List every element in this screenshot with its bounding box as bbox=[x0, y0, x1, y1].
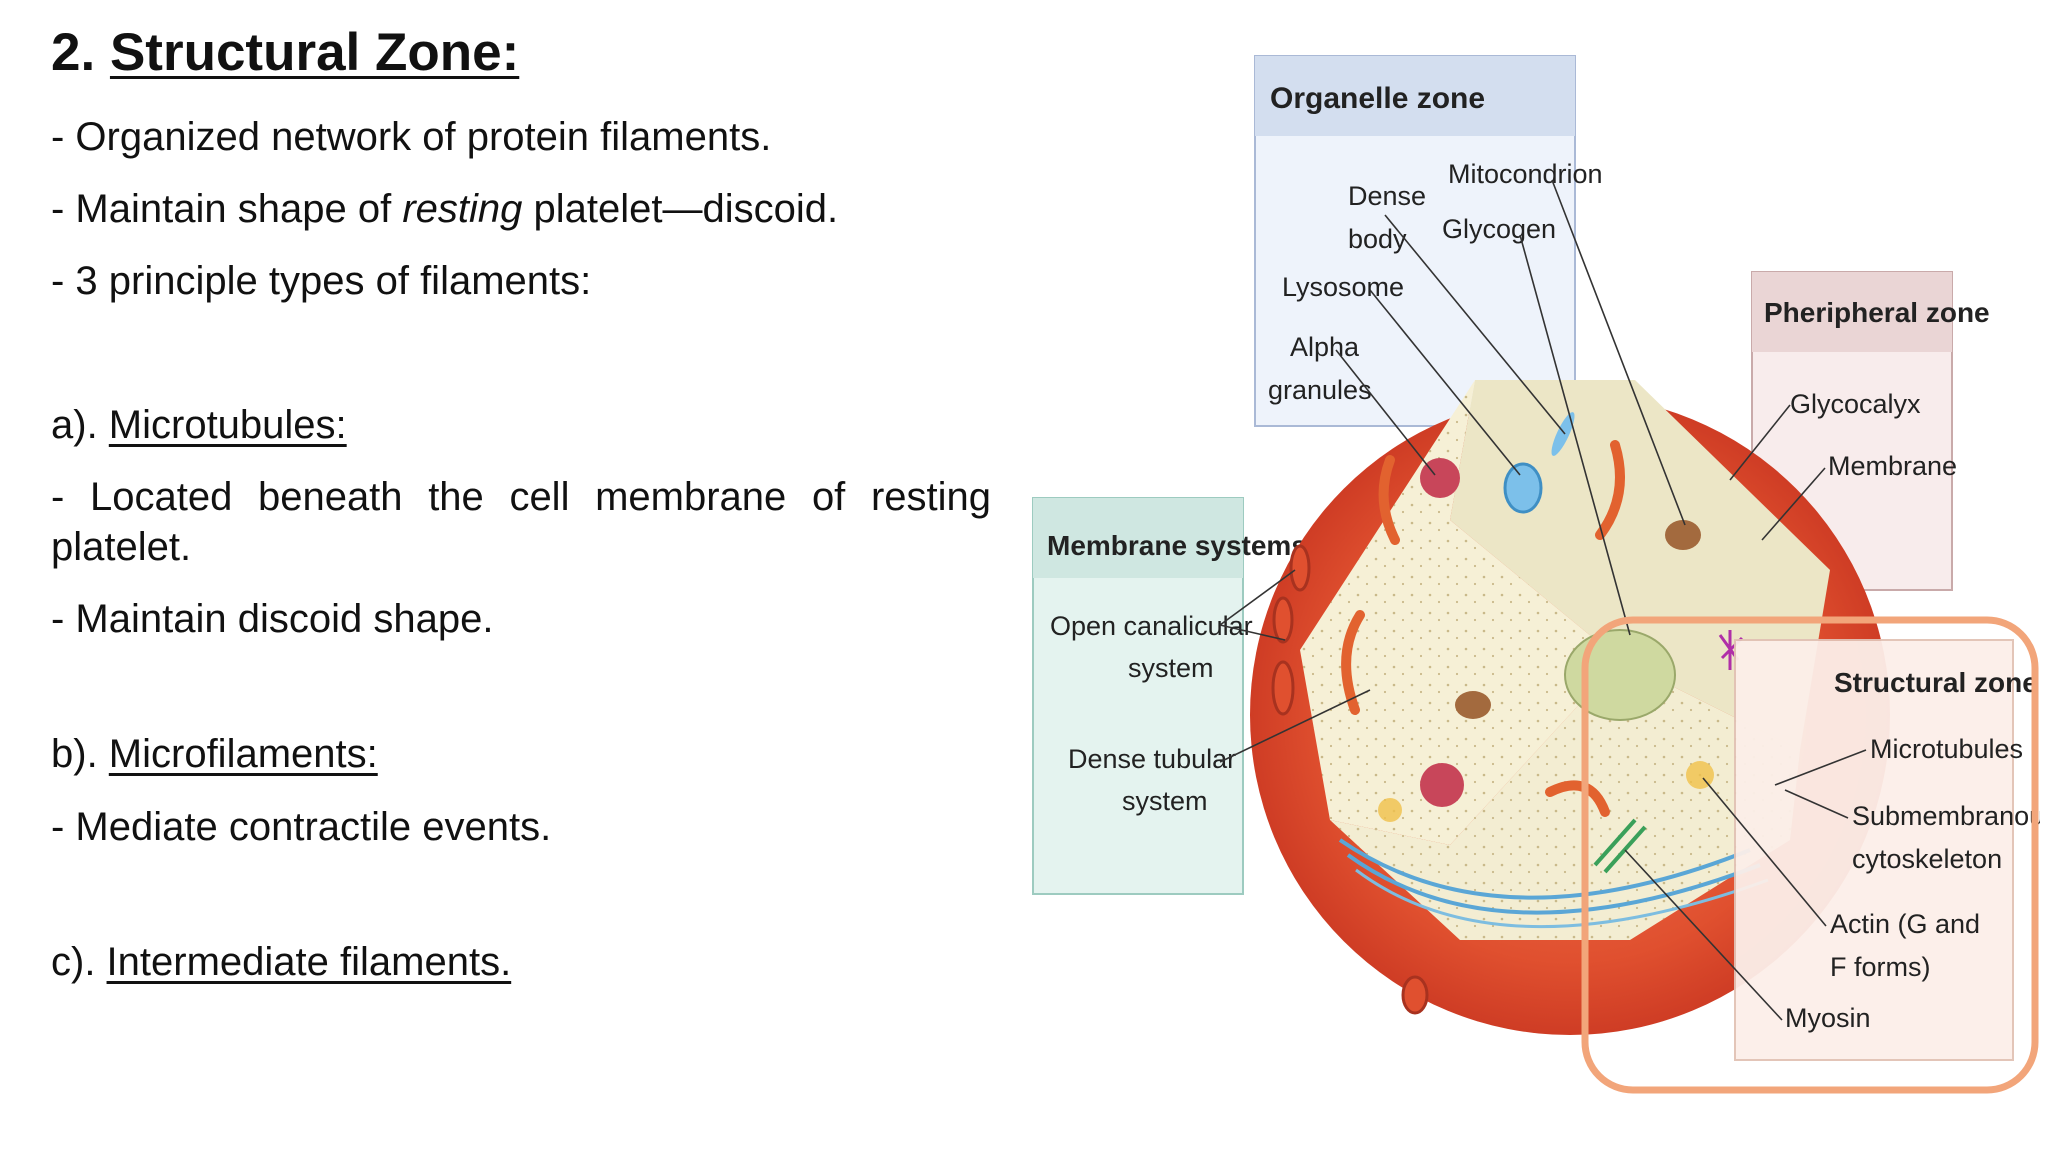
title-number: 2. bbox=[51, 23, 96, 82]
microtubule-band bbox=[1338, 838, 1751, 900]
membrane-systems-box: Membrane systems Open canalicular system… bbox=[1032, 497, 1307, 895]
label-microtubules: Microtubules bbox=[1870, 734, 2023, 764]
organelle-zone-box: Organelle zone Dense body Mitocondrion G… bbox=[1254, 55, 1603, 427]
title-text: Structural Zone: bbox=[109, 23, 520, 82]
heading-b-prefix: b). bbox=[51, 732, 109, 776]
canalicular-pit-1 bbox=[1289, 544, 1311, 592]
structural-zone-highlight bbox=[1581, 616, 2039, 1094]
label-granules: granules bbox=[1268, 375, 1372, 405]
bullet-maintain-shape-c: platelet—discoid. bbox=[522, 187, 839, 231]
microtubule-band-2 bbox=[1346, 853, 1761, 915]
heading-a-prefix: a). bbox=[51, 403, 109, 447]
glycogen-dots bbox=[1686, 761, 1714, 789]
alpha-granule-2 bbox=[1420, 763, 1464, 807]
label-dense: Dense bbox=[1348, 181, 1426, 211]
bullet-filament-types: - 3 principle types of filaments: bbox=[51, 259, 592, 303]
heading-c-prefix: c). bbox=[51, 940, 107, 984]
structural-zone-box: Structural zone Microtubules Submembrano… bbox=[1734, 639, 2040, 1061]
label-submembranous: Submembranous bbox=[1852, 801, 2040, 831]
label-dense-tubular: Dense tubular bbox=[1068, 744, 1236, 774]
peripheral-zone-box: Pheripheral zone Glycocalyx Membrane bbox=[1751, 271, 1990, 591]
peripheral-zone-header: Pheripheral zone bbox=[1764, 297, 1990, 328]
organelle-zone-header: Organelle zone bbox=[1270, 82, 1485, 115]
platelet-cell bbox=[1250, 380, 1890, 1035]
lysosome bbox=[1503, 462, 1543, 514]
heading-intermediate-filaments: c). Intermediate filaments. bbox=[51, 937, 511, 987]
label-actin: Actin (G and bbox=[1830, 909, 1980, 939]
heading-microfilaments: b). Microfilaments: bbox=[51, 729, 378, 779]
label-glycogen: Glycogen bbox=[1442, 214, 1556, 244]
bullet-microfilaments-contractile: - Mediate contractile events. bbox=[51, 805, 552, 849]
bullet-microtubules-shape: - Maintain discoid shape. bbox=[51, 597, 494, 641]
bullet-maintain-shape-italic: resting bbox=[402, 187, 523, 231]
bullet-maintain-shape-a: - Maintain shape of bbox=[51, 187, 403, 231]
heading-microtubules: a). Microtubules: bbox=[51, 400, 347, 450]
label-glycocalyx: Glycocalyx bbox=[1790, 389, 1921, 419]
bullet-maintain-shape: - Maintain shape of resting platelet—dis… bbox=[51, 184, 838, 234]
label-f-forms: F forms) bbox=[1830, 952, 1931, 982]
structural-zone-header: Structural zone bbox=[1834, 667, 2038, 698]
leader-lines bbox=[1219, 179, 1867, 1021]
mitochondrion-2 bbox=[1455, 691, 1491, 719]
label-open-canalicular-system: system bbox=[1128, 653, 1214, 683]
platelet-diagram: Organelle zone Dense body Mitocondrion G… bbox=[1032, 55, 2040, 1094]
slide-text-column: 2. Structural Zone: - Organized network … bbox=[0, 0, 1010, 1152]
tubule-1 bbox=[1378, 455, 1400, 545]
microtubule-band-3 bbox=[1355, 868, 1769, 929]
canalicular-pit-2 bbox=[1272, 596, 1294, 644]
heading-c-label: Intermediate filaments. bbox=[106, 940, 512, 984]
mitochondrion bbox=[1665, 520, 1701, 550]
glycogen-dots-2 bbox=[1378, 798, 1402, 822]
label-body: body bbox=[1348, 224, 1407, 254]
label-dense-tubular-system: system bbox=[1122, 786, 1208, 816]
glycogen-cluster bbox=[1564, 629, 1676, 721]
actin-filaments bbox=[1593, 818, 1647, 874]
heading-a-label: Microtubules: bbox=[108, 403, 347, 447]
label-lysosome: Lysosome bbox=[1282, 272, 1404, 302]
canalicular-pit-3 bbox=[1271, 660, 1295, 716]
bullet-organized-network: - Organized network of protein filaments… bbox=[51, 115, 772, 159]
membrane-systems-header: Membrane systems bbox=[1047, 530, 1307, 561]
bullet-microtubules-location: - Located beneath the cell membrane of r… bbox=[51, 475, 991, 569]
label-alpha: Alpha bbox=[1290, 332, 1360, 362]
canalicular-pit-4 bbox=[1401, 975, 1429, 1015]
dense-body bbox=[1551, 412, 1575, 456]
label-myosin: Myosin bbox=[1785, 1003, 1871, 1033]
tubule-3 bbox=[1595, 440, 1625, 540]
label-cytoskeleton: cytoskeleton bbox=[1852, 844, 2002, 874]
heading-b-label: Microfilaments: bbox=[108, 732, 378, 776]
slide-title: 2. Structural Zone: bbox=[51, 26, 519, 79]
label-open-canalicular: Open canalicular bbox=[1050, 611, 1253, 641]
label-mitochondrion: Mitocondrion bbox=[1448, 159, 1603, 189]
label-membrane: Membrane bbox=[1828, 451, 1957, 481]
